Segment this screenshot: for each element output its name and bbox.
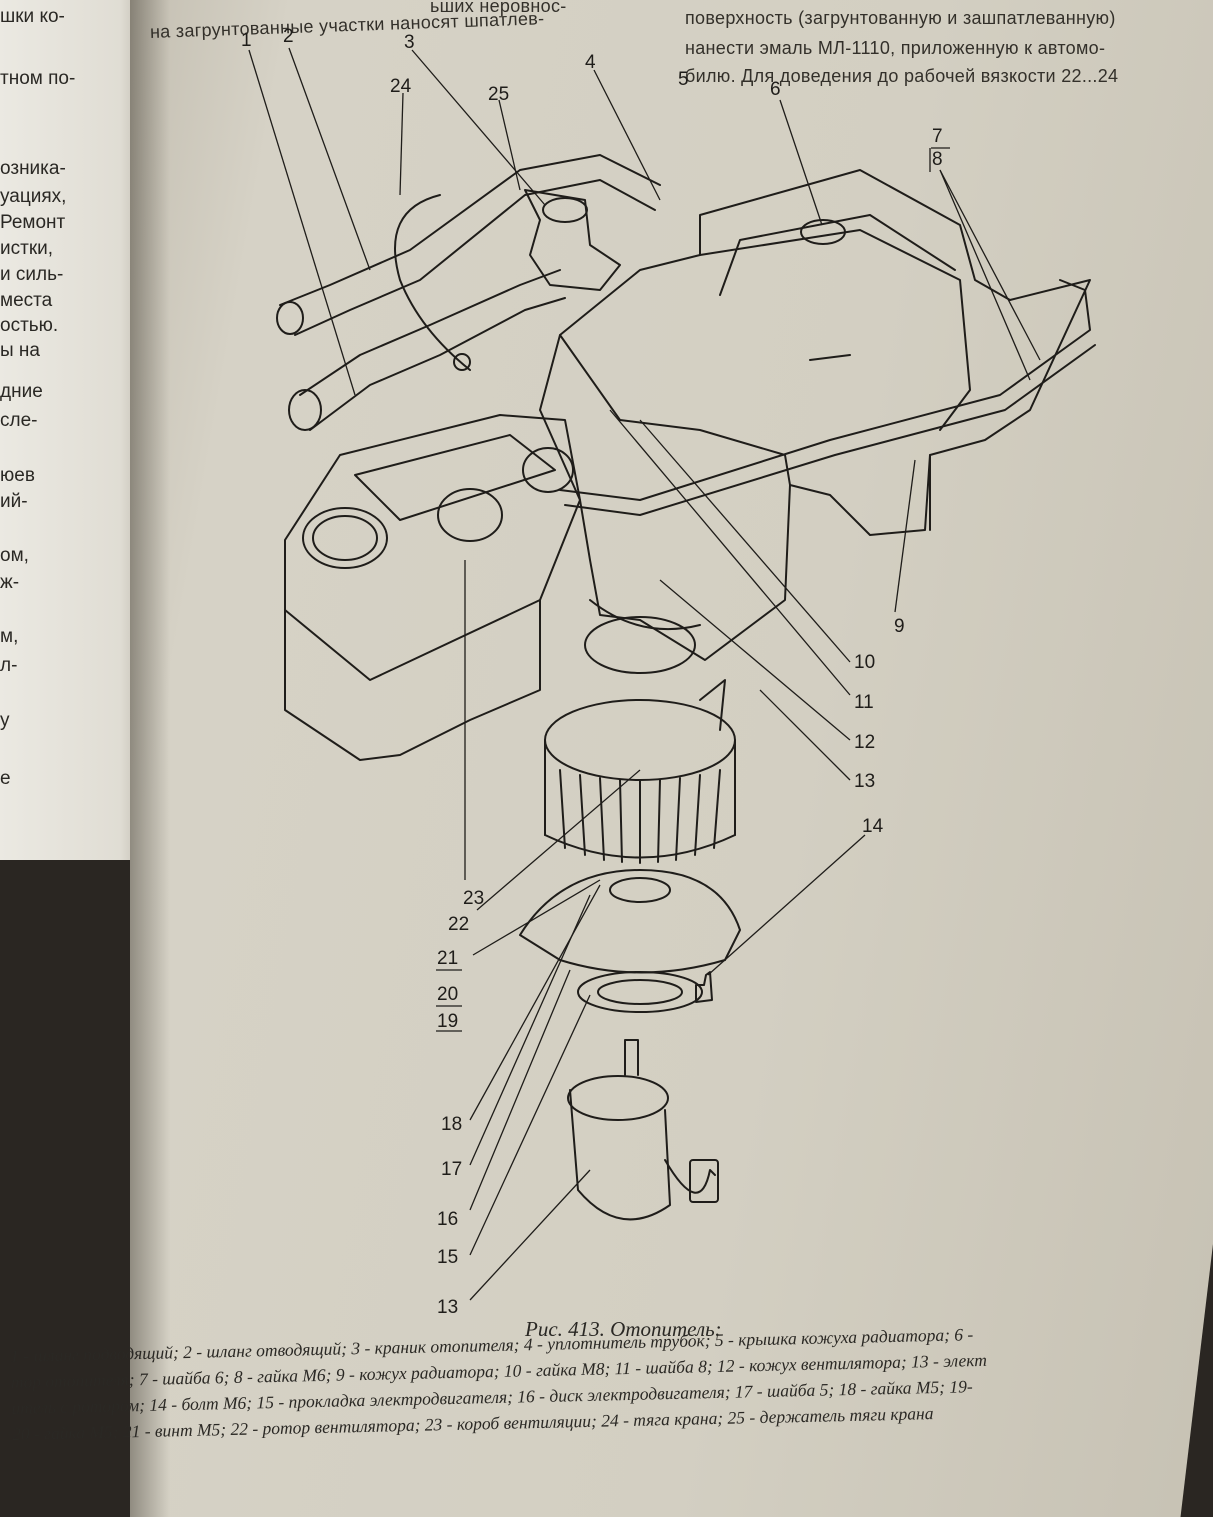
header-text-right-1: поверхность (загрунтованную и зашпатлева… <box>685 8 1116 28</box>
left-page: шки ко- тном по- озника- уациях, Ремонт … <box>0 0 150 860</box>
callout-21: 21 <box>437 948 458 969</box>
left-page-text: ий- <box>0 491 28 512</box>
callout-6: 6 <box>770 79 781 100</box>
fan-rotor <box>544 699 736 781</box>
left-page-text: дние <box>0 381 43 402</box>
callout-5: 5 <box>678 69 689 90</box>
left-page-text: юев <box>0 465 35 486</box>
callout-7: 7 <box>932 126 943 147</box>
header-text-right-2: нанести эмаль МЛ-1110, приложенную к авт… <box>685 38 1106 58</box>
heater-tap <box>524 189 621 291</box>
page-gutter-shadow <box>130 0 170 1517</box>
left-page-text: л- <box>0 655 18 676</box>
hose-outlet <box>279 154 661 306</box>
radiator-cap <box>800 219 846 245</box>
left-page-text: Ремонт <box>0 212 66 233</box>
callout-10: 10 <box>854 652 875 673</box>
left-page-text: истки, <box>0 238 54 259</box>
callout-8: 8 <box>932 149 943 170</box>
header-text-left-1: ьших неровнос- <box>430 0 567 16</box>
left-page-text: озника- <box>0 158 66 179</box>
callout-16: 16 <box>437 1209 458 1230</box>
left-page-text: места <box>0 290 53 311</box>
callout-13: 13 <box>854 771 875 792</box>
left-page-text: уациях, <box>0 186 67 207</box>
fan-housing <box>539 334 791 661</box>
left-page-text: шки ко- <box>0 6 65 27</box>
left-page-text: и силь- <box>0 264 64 285</box>
left-page-text: ж- <box>0 572 20 593</box>
callout-3: 3 <box>404 32 415 53</box>
callout-13-motor: 13 <box>437 1297 458 1318</box>
callout-15: 15 <box>437 1247 458 1268</box>
left-page-text: м, <box>0 626 19 647</box>
callout-4: 4 <box>585 52 596 73</box>
motor-disc <box>519 869 741 974</box>
callout-24: 24 <box>390 76 412 97</box>
left-page-text: у <box>0 710 10 731</box>
callout-25: 25 <box>488 84 509 105</box>
callout-9: 9 <box>894 616 905 637</box>
left-page-text: сле- <box>0 410 38 431</box>
callout-20: 20 <box>437 984 458 1005</box>
figure-caption: Рис. 413. Отопитель: <box>525 1317 722 1341</box>
bolt-m6 <box>695 971 713 1003</box>
electric-motor <box>569 1089 671 1221</box>
left-page-text: тном по- <box>0 68 76 89</box>
callout-11: 11 <box>854 692 874 713</box>
left-page-text: остью. <box>0 315 59 336</box>
book-page <box>130 0 1213 1517</box>
radiator-housing <box>559 169 1091 536</box>
callout-19: 19 <box>437 1011 458 1032</box>
callout-1: 1 <box>241 30 252 51</box>
callout-2: 2 <box>283 26 294 47</box>
left-page-text: ом, <box>0 545 29 566</box>
tap-rod <box>394 194 471 371</box>
header-text-right-3: билю. Для доведения до рабочей вязкости … <box>685 66 1119 86</box>
callout-18: 18 <box>441 1114 462 1135</box>
motor-gasket <box>577 971 703 1013</box>
hose-inlet <box>299 269 561 396</box>
callout-17: 17 <box>441 1159 462 1180</box>
callout-12: 12 <box>854 732 875 753</box>
callout-14: 14 <box>862 816 884 837</box>
callout-22: 22 <box>448 914 469 935</box>
left-page-text: ы на <box>0 340 40 361</box>
left-page-text: е <box>0 768 11 789</box>
ventilation-box <box>284 414 581 761</box>
callout-23: 23 <box>463 888 484 909</box>
